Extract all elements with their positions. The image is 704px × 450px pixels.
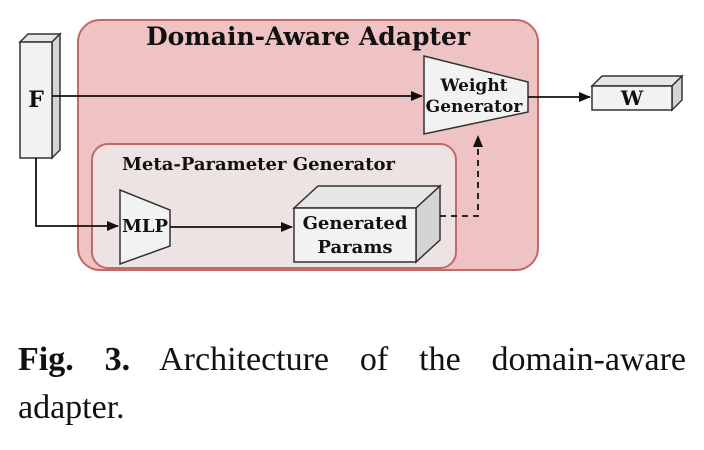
figure-caption: Fig. 3. Architecture of the domain-aware… xyxy=(18,336,686,432)
mlp-block: MLP xyxy=(119,188,171,266)
figure-number: Fig. 3. xyxy=(18,341,131,378)
arrow-f-to-mlp xyxy=(35,158,119,231)
mlp-label: MLP xyxy=(122,216,169,237)
generated-params-line1: Generated xyxy=(303,213,408,234)
architecture-diagram: Domain-Aware Adapter Meta-Parameter Gene… xyxy=(18,19,684,271)
caption-text: Architecture of the domain-aware adapter… xyxy=(18,341,687,426)
output-label: W xyxy=(620,86,644,110)
weight-generator-line2: Generator xyxy=(426,97,524,117)
generated-params-block: Generated Params xyxy=(292,184,442,264)
adapter-title: Domain-Aware Adapter xyxy=(146,22,471,51)
generated-params-line2: Params xyxy=(317,237,392,258)
dashed-arrow-params-to-weight-generator xyxy=(440,135,483,217)
feature-label: F xyxy=(28,87,44,113)
meta-generator-title: Meta-Parameter Generator xyxy=(122,154,396,175)
weight-generator-block: Weight Generator xyxy=(423,55,529,135)
weight-generator-line1: Weight xyxy=(439,76,507,96)
output-w-block: W xyxy=(590,74,684,112)
feature-block-f: F xyxy=(18,32,62,160)
